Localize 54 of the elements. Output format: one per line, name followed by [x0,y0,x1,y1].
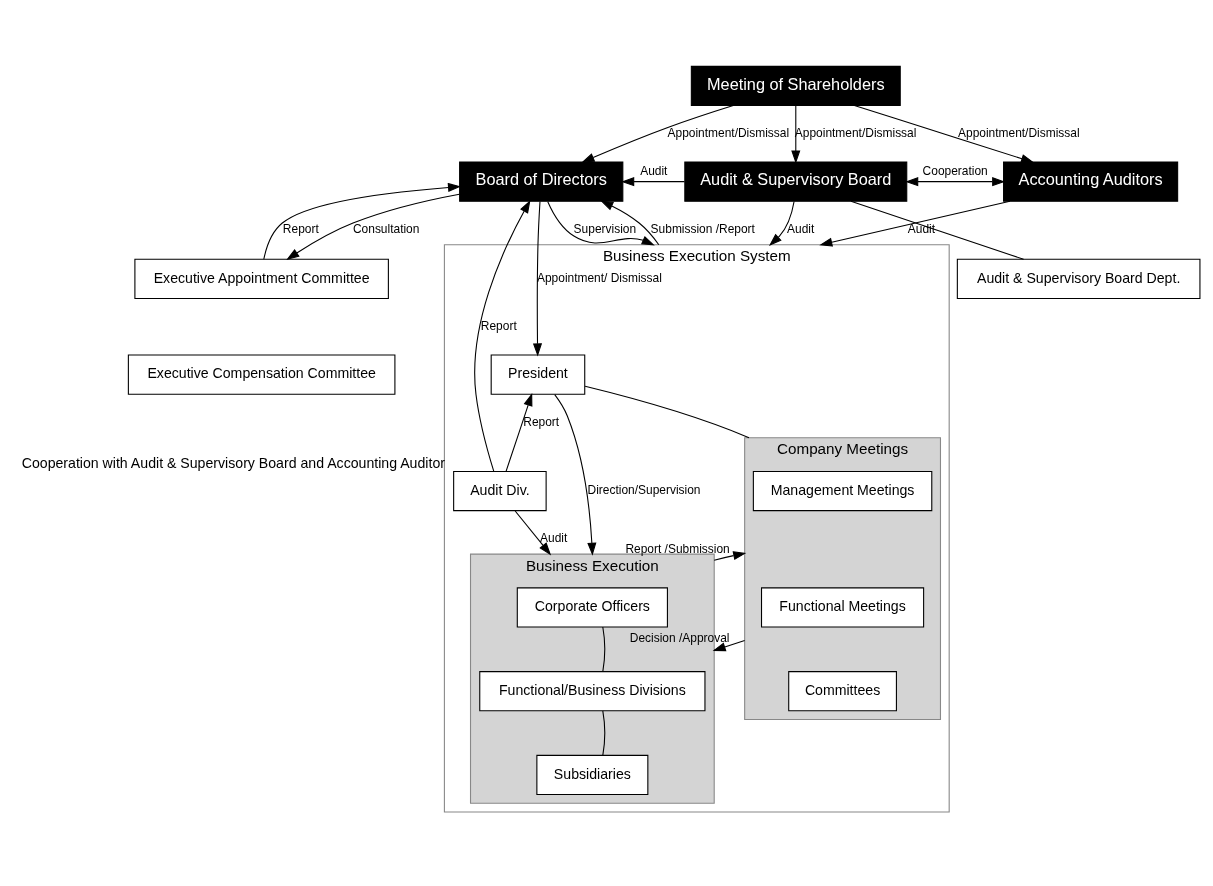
node-box: Corporate Officers [516,586,668,628]
node-box: Audit & Supervisory Board [684,161,908,202]
connector [602,709,606,756]
arrow [554,393,597,556]
arrow [600,200,660,245]
arrow [712,639,746,651]
edge-label: Consultation [352,221,420,236]
arrow [474,199,531,472]
edge-label: Report [523,414,560,429]
connector [584,385,750,438]
node-box: Management Meetings [752,470,933,511]
arrow [621,176,686,186]
node-box: Executive Appointment Committee [134,258,389,299]
arrow [263,182,462,260]
edge-label: Appointment/Dismissal [667,125,790,140]
edge-label: Supervision [573,221,637,236]
arrow [286,193,460,260]
edge-label: Report [282,221,319,236]
edge-label: Audit [640,163,668,178]
edge-label: Direction/Supervision [587,482,701,497]
arrow [905,176,1006,186]
node-box: Audit Div. [453,470,547,511]
arrow [532,200,543,356]
node-box: Board of Directors [459,161,624,202]
arrow [853,104,1035,163]
arrow [791,104,801,164]
node-box: Audit & Supervisory Board Dept. [956,258,1201,299]
edge-label: Decision /Approval [629,630,730,645]
node-box: Committees [788,670,897,711]
node-box: Executive Compensation Committee [127,354,396,395]
arrow [713,550,747,561]
node-box: Meeting of Shareholders [690,65,901,106]
arrow [768,200,795,246]
node-box: President [490,354,586,395]
arrow [547,200,655,245]
node-box: Functional/Business Divisions [479,670,706,711]
node-label: Cooperation with Audit & Supervisory Board and Accounting Auditor [21,454,445,471]
arrow [819,200,1011,247]
edge-label: Report /Submission [625,541,730,556]
connector [850,200,1025,260]
node-box: Functional Meetings [760,586,925,628]
edge-label: Audit [540,530,568,545]
arrow [581,104,734,163]
node-box: Accounting Auditors [1003,161,1179,202]
node-box: Subsidiaries [536,754,649,795]
arrow [505,392,533,472]
edge-label: Audit [907,221,936,236]
edge-label: Report [480,318,517,333]
edge-label: Audit [787,221,815,236]
edge-label: Appointment/Dismissal [958,125,1080,140]
arrow [514,509,552,555]
edge-label: Submission /Report [650,221,755,236]
connector [602,626,606,672]
edge-label: Cooperation [922,163,988,178]
